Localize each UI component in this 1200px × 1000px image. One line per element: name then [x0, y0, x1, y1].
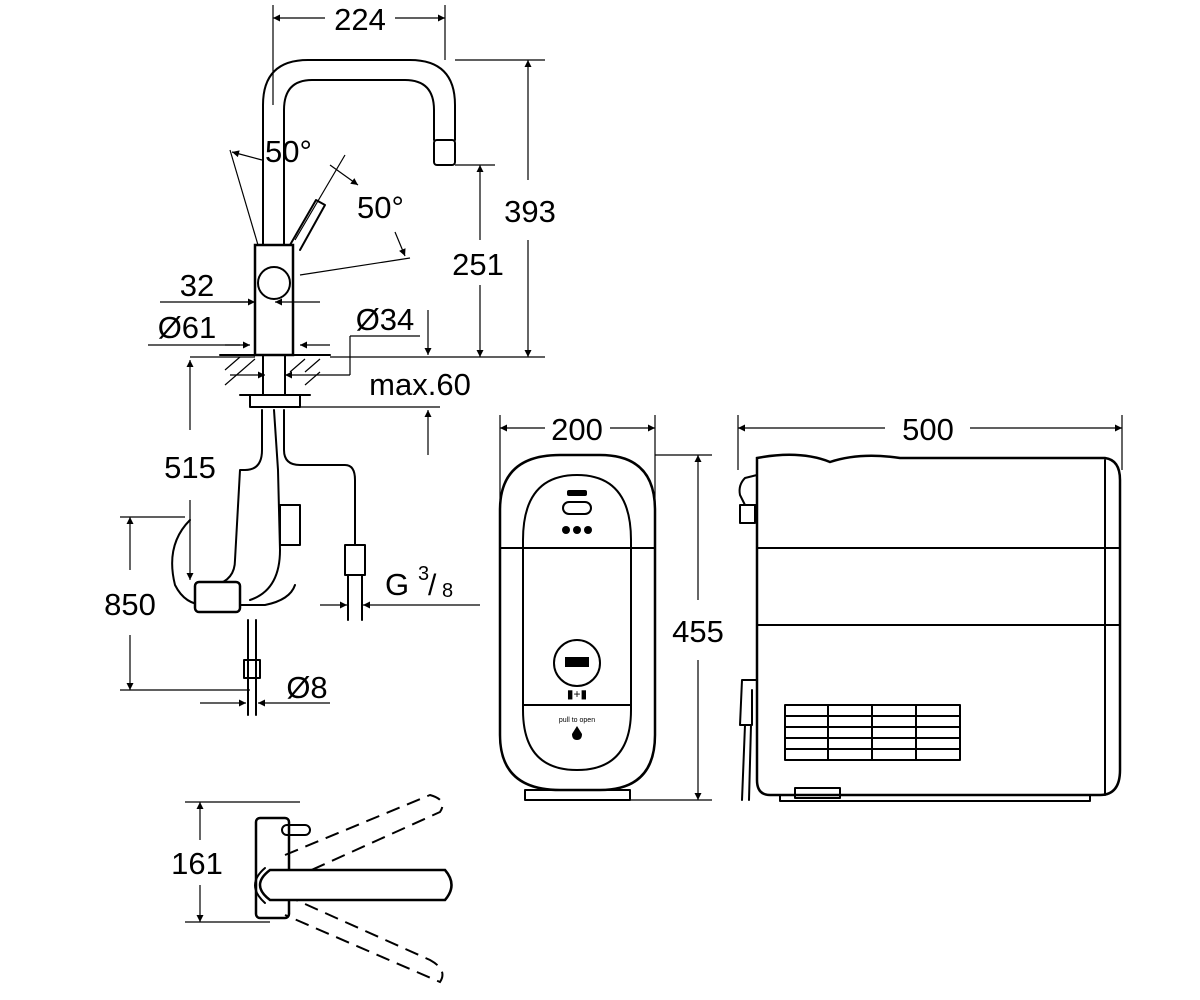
- boiler-front-dimensions: 200 455: [499, 412, 724, 801]
- boiler-front-foot: [524, 789, 631, 801]
- top-spout: [258, 868, 453, 902]
- dim-lever-offset: 32: [180, 268, 214, 303]
- spout-inner: [283, 79, 435, 246]
- dim-thread-den: 8: [442, 580, 453, 602]
- dim-spout-height: 251: [452, 247, 504, 282]
- spout-swing-down: [284, 894, 444, 984]
- dim-thread-num: 3: [418, 563, 429, 585]
- lever-hub: [257, 266, 291, 300]
- dim-spout-reach: 224: [334, 2, 386, 37]
- faucet-dimensions: 224 393 251 50° 50° 32 Ø61: [104, 2, 556, 707]
- control-dial: [553, 639, 601, 687]
- dial-display: [565, 657, 589, 667]
- hose-right: [283, 409, 356, 546]
- dim-boiler-width: 500: [902, 412, 954, 447]
- status-led-2: [573, 526, 581, 534]
- dim-base-diameter: Ø61: [158, 310, 217, 345]
- faucet-side-view: [171, 59, 456, 716]
- mount-nut: [249, 394, 301, 408]
- top-lever: [281, 824, 311, 836]
- spout-outer: [262, 59, 456, 246]
- status-led-3: [584, 526, 592, 534]
- inlet-connector: [738, 474, 758, 506]
- filter-head: [193, 580, 242, 614]
- dim-tube-diameter: Ø8: [286, 670, 327, 705]
- vent-grille: [784, 704, 961, 761]
- top-view-dimensions: 161: [171, 801, 300, 923]
- dim-top-depth: 161: [171, 846, 223, 881]
- return-loop: [171, 519, 296, 606]
- shank: [262, 354, 286, 396]
- dim-thread-slash: /: [428, 569, 437, 602]
- boiler-front-shell: [498, 453, 657, 792]
- hose-middle: [249, 409, 281, 601]
- lever: [289, 199, 326, 251]
- tee-fitting: [344, 544, 366, 576]
- dim-hose-upper: 515: [164, 450, 216, 485]
- dim-hose-lower: 850: [104, 587, 156, 622]
- power-cable: [739, 679, 758, 726]
- dim-hole-diameter: Ø34: [356, 302, 415, 337]
- dim-boiler-height: 455: [672, 614, 724, 649]
- top-body: [254, 816, 291, 920]
- dim-thread-g: G: [385, 567, 409, 602]
- status-led-1: [562, 526, 570, 534]
- panel-label: pull to open: [559, 717, 595, 724]
- drop-icon: [572, 726, 582, 740]
- dim-total-height: 393: [504, 194, 556, 229]
- dim-lever-angle-left: 50°: [265, 134, 312, 169]
- dim-lever-angle-right: 50°: [357, 190, 404, 225]
- deck-hatch: [224, 356, 321, 386]
- valve-block: [279, 504, 301, 546]
- boiler-side-view: [738, 453, 1122, 802]
- dim-boiler-depth: 200: [551, 412, 603, 447]
- spout-nozzle: [433, 139, 456, 166]
- spout-swing-up: [284, 793, 444, 883]
- indicator-bar: [567, 490, 587, 496]
- faucet-top-view: [254, 793, 453, 984]
- boiler-front-panel: [522, 474, 632, 771]
- boiler-side-foot: [779, 794, 1091, 802]
- boiler-side-dimensions: 500: [737, 412, 1123, 470]
- dim-max-deck: max.60: [369, 367, 471, 402]
- display-window: [562, 501, 592, 515]
- boiler-front-view: ▮+▮ pull to open: [498, 453, 657, 801]
- fill-mode-icon: ▮+▮: [567, 687, 587, 701]
- outlet-fitting: [243, 659, 261, 679]
- hose-braid: [234, 464, 356, 561]
- hose-left: [214, 409, 263, 586]
